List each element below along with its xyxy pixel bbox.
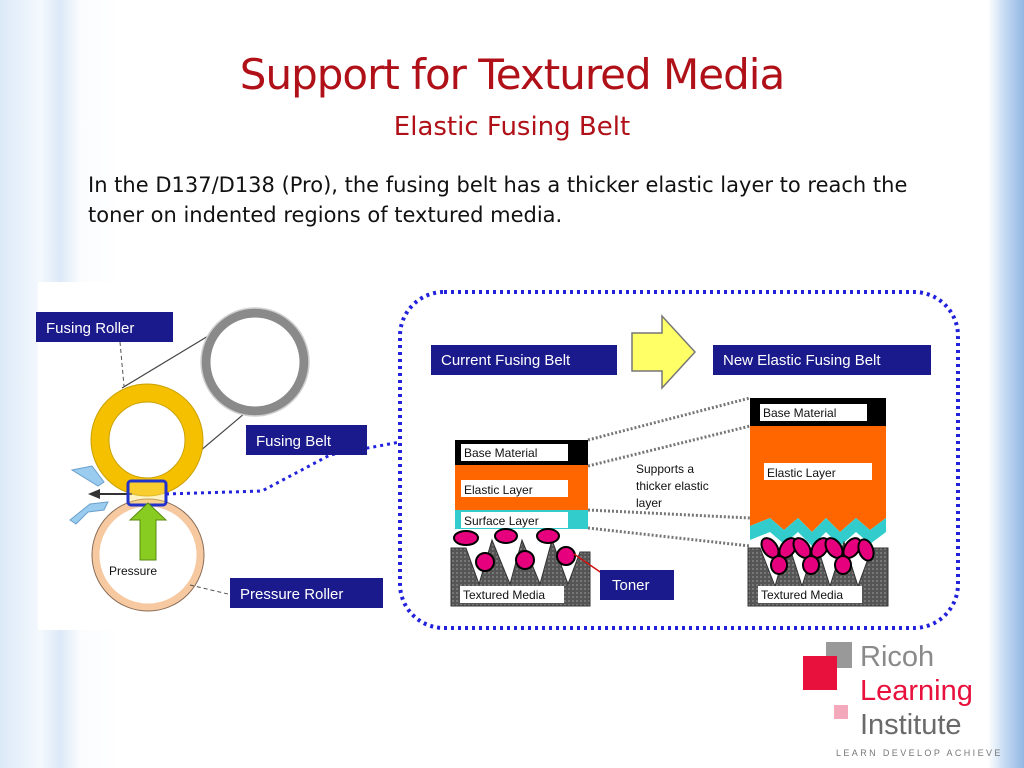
pressure-roller-label: Pressure Roller — [240, 586, 343, 603]
slide-description: In the D137/D138 (Pro), the fusing belt … — [88, 173, 908, 227]
current-surface-label: Surface Layer — [464, 514, 539, 528]
belt-roller — [201, 308, 309, 416]
ricoh-learning-institute-logo: Ricoh Learning Institute LEARN DEVELOP A… — [803, 641, 1003, 758]
fusing-roller-leader — [119, 341, 125, 387]
upgrade-arrow — [631, 314, 697, 390]
slide-title: Support for Textured Media — [239, 50, 785, 99]
toner-label: Toner — [612, 577, 650, 594]
upper-paper-guide — [70, 465, 105, 487]
paper-feed-arrowhead — [88, 489, 100, 499]
current-belt-header-box — [431, 345, 617, 375]
logo-line2: Learning — [860, 675, 973, 707]
current-media-label-box — [460, 586, 564, 603]
detail-connector — [165, 440, 401, 496]
fusing-roller-outline — [90, 383, 204, 497]
current-toner-1 — [453, 530, 479, 546]
supports-text-line3: layer — [636, 496, 662, 510]
current-elastic-label-box — [461, 480, 568, 497]
logo-square-pink — [834, 705, 848, 719]
current-toner-6 — [556, 546, 576, 566]
current-elastic-label: Elastic Layer — [464, 483, 533, 497]
slide-subtitle: Elastic Fusing Belt — [393, 112, 631, 142]
current-toner-5 — [515, 550, 535, 570]
fusing-belt-label: Fusing Belt — [256, 433, 332, 450]
current-toner-2 — [494, 528, 518, 544]
current-toner-4 — [475, 552, 495, 572]
fusing-roller-label: Fusing Roller — [46, 320, 134, 337]
fusing-roller-label-box — [36, 312, 173, 342]
new-toner-3 — [770, 555, 788, 575]
zoom-line-elastic — [587, 508, 751, 520]
zoom-line-surface — [587, 526, 751, 548]
current-belt-header: Current Fusing Belt — [441, 352, 571, 369]
new-toner-9 — [834, 555, 852, 575]
belt-roller-outline — [200, 307, 310, 417]
current-base-label-box — [461, 444, 568, 461]
supports-text-line2: thicker elastic — [636, 479, 709, 493]
fusing-roller — [91, 384, 203, 496]
fusing-belt-label-box — [246, 425, 367, 455]
new-base-label: Base Material — [763, 406, 836, 420]
new-elastic-label: Elastic Layer — [767, 466, 836, 480]
pressure-roller-outline — [91, 498, 205, 612]
new-elastic-label-box — [764, 463, 872, 480]
current-surface-label-box — [461, 512, 568, 528]
fusing-roller-inner-outline — [108, 401, 186, 479]
new-toner-10 — [857, 538, 875, 562]
new-belt-header-box — [713, 345, 931, 375]
logo-line1: Ricoh — [860, 641, 934, 673]
pressure-arrow — [128, 502, 168, 561]
nip-highlight — [126, 479, 168, 507]
pressure-label: Pressure — [109, 564, 157, 578]
current-media-label: Textured Media — [463, 588, 545, 602]
new-toner-group — [760, 537, 875, 575]
new-base-label-box — [760, 404, 867, 421]
current-base-label: Base Material — [464, 446, 537, 460]
supports-text-line1: Supports a — [636, 462, 694, 476]
new-toner-6 — [802, 555, 820, 575]
logo-tagline: LEARN DEVELOP ACHIEVE — [836, 748, 1003, 758]
logo-square-red — [803, 656, 837, 690]
right-decoration — [988, 0, 1024, 768]
new-media-label: Textured Media — [761, 588, 843, 602]
new-belt-header: New Elastic Fusing Belt — [723, 352, 881, 369]
lower-paper-guide — [69, 501, 109, 525]
pressure-roller-label-box — [230, 578, 383, 608]
logo-line3: Institute — [860, 709, 962, 741]
new-media-label-box — [758, 586, 862, 603]
new-surface-layer — [750, 518, 886, 546]
current-toner-3 — [536, 528, 560, 544]
toner-label-box — [600, 570, 674, 600]
